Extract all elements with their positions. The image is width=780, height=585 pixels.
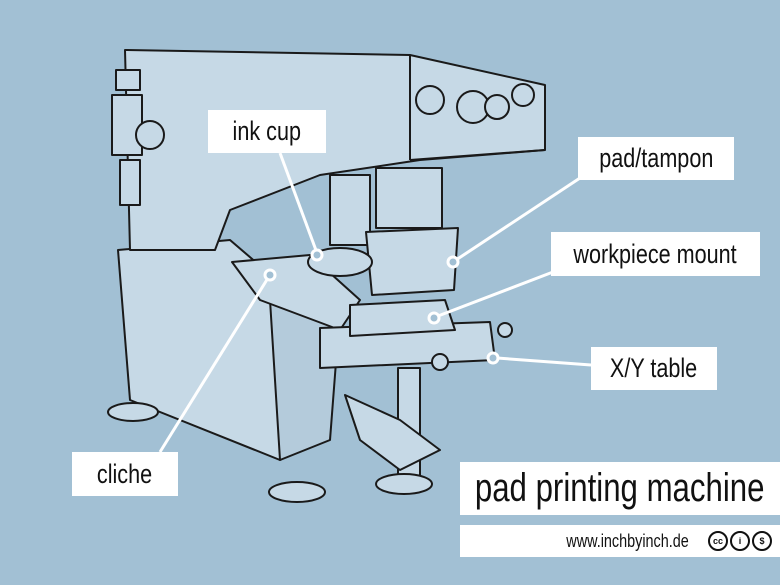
attribution-icon: i [730,531,750,551]
license-icons: cc i $ [708,531,772,551]
noncommercial-icon: $ [752,531,772,551]
label-pad-tampon: pad/tampon [578,137,734,180]
ink-cup-shape [307,247,373,277]
label-ink-cup: ink cup [208,110,326,153]
label-xy-table: X/Y table [591,347,717,390]
label-text: X/Y table [610,353,698,383]
label-cliche: cliche [72,452,178,496]
footer: www.inchbyinch.de cc i $ [460,525,780,557]
label-text: pad/tampon [598,143,714,173]
title-text: pad printing machine [475,466,765,510]
label-text: cliche [97,458,153,489]
cc-icon: cc [708,531,728,551]
website-link[interactable]: www.inchbyinch.de [566,530,689,551]
pad-shape [365,227,459,296]
label-workpiece-mount: workpiece mount [551,232,760,276]
diagram-title: pad printing machine [460,462,780,515]
label-text: workpiece mount [573,238,738,269]
label-text: ink cup [232,116,302,146]
